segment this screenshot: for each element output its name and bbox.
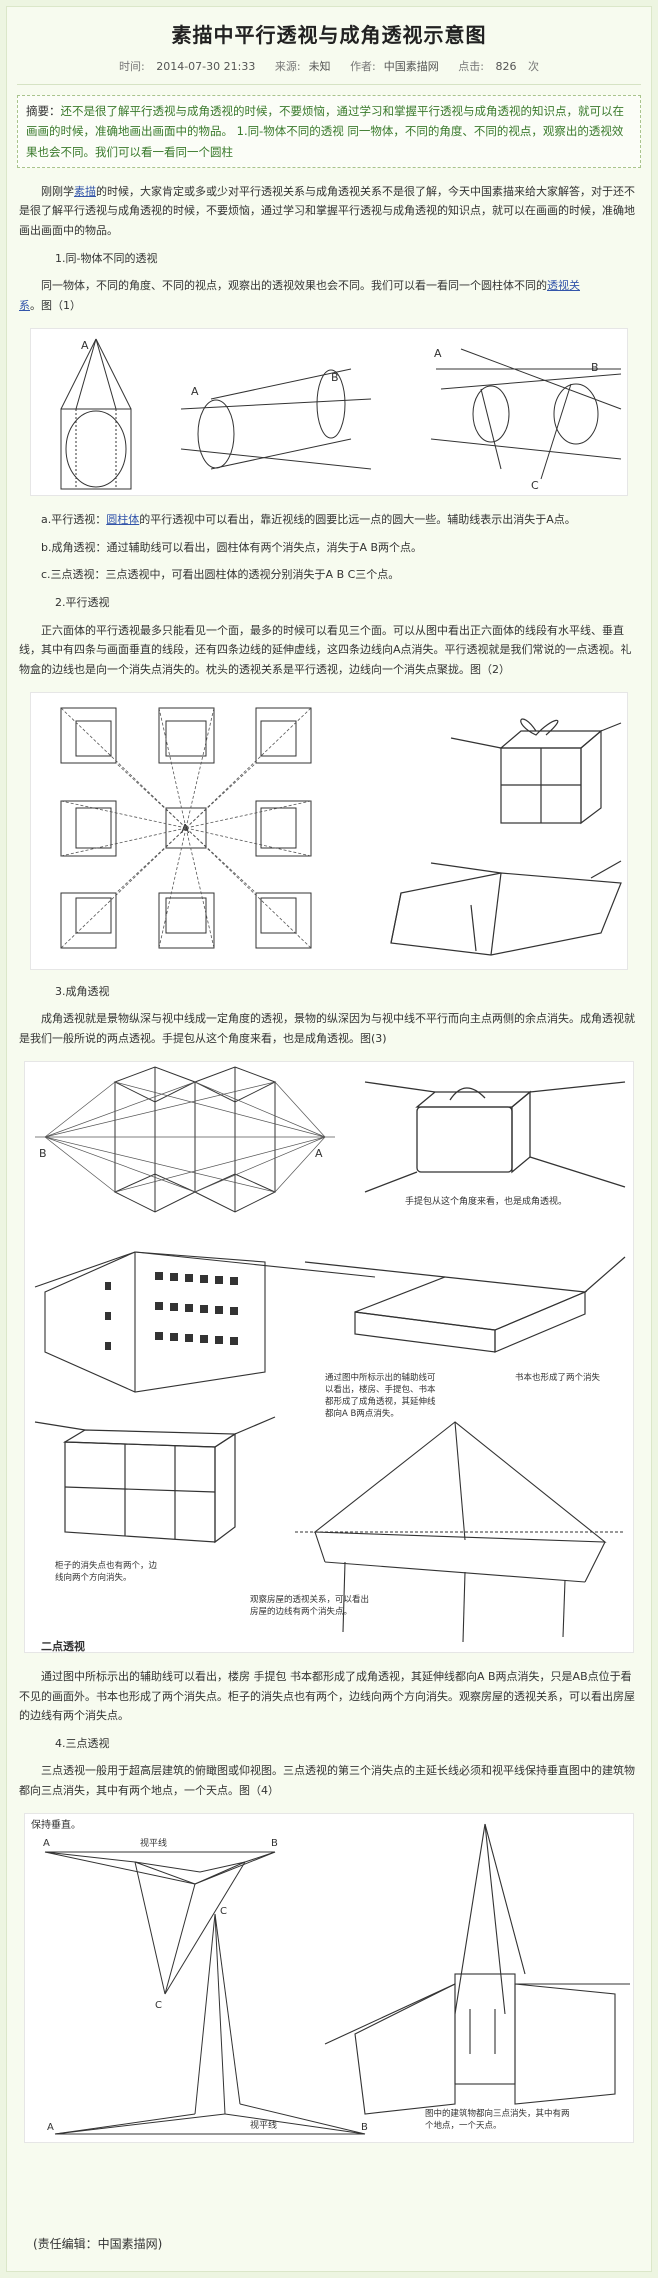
fig3-book-caption-1: 通过图中所标示出的辅助线可 xyxy=(325,1372,436,1383)
heading-section-2: 2.平行透视 xyxy=(55,596,110,610)
figure-4-three-point: 保持垂直。 A B 视平线 C xyxy=(24,1812,634,2143)
meta-clicks: 点击: 826 次 xyxy=(458,60,539,73)
heading-section-1: 1.同-物体不同的透视 xyxy=(55,252,158,266)
link-sumiao[interactable]: 素描 xyxy=(74,184,96,198)
meta-source: 来源:未知 xyxy=(274,60,331,73)
fig1-label-b2: B xyxy=(331,371,339,384)
fig4-label-a1: A xyxy=(43,1838,50,1849)
figure-1-drawing: A A B A B C xyxy=(60,338,622,492)
divider xyxy=(17,84,641,86)
fig4-label-a2: A xyxy=(47,2122,54,2133)
paragraph-section-3: 成角透视就是景物纵深与视中线成一定角度的透视，景物的纵深因为与视中线不平行而向主… xyxy=(19,1012,635,1045)
fig3-cabinet-caption-2: 线向两个方向消失。 xyxy=(55,1572,132,1583)
paragraph-a: a.平行透视：圆柱体的平行透视中可以看出，靠近视线的圆要比远一点的圆大一些。辅助… xyxy=(41,512,576,526)
meta-time: 时间: 2014-07-30 21:33 xyxy=(119,60,256,73)
article-summary: 摘要：还不是很了解平行透视与成角透视的时候，不要烦恼，通过学习和掌握平行透视与成… xyxy=(17,95,641,168)
paragraph-b: b.成角透视：通过辅助线可以看出，圆柱体有两个消失点，消失于A B两个点。 xyxy=(41,540,423,554)
fig2-label-a: A xyxy=(181,822,190,836)
fig4-label-b2: B xyxy=(361,2122,368,2133)
article-title: 素描中平行透视与成角透视示意图 xyxy=(171,23,487,47)
figure-1-cylinders: A A B A B C xyxy=(30,327,628,496)
fig3-book-caption-2: 以看出，楼房、手提包、书本 xyxy=(325,1384,436,1395)
heading-section-4: 4.三点透视 xyxy=(55,1737,110,1751)
paragraph-section-1: 同一物体，不同的角度、不同的视点，观察出的透视效果也会不同。我们可以看一看同一个… xyxy=(19,279,580,313)
fig3-label-b: B xyxy=(39,1147,47,1160)
paragraph-intro: 刚刚学素描的时候，大家肯定或多或少对平行透视关系与成角透视关系不是很了解，今天中… xyxy=(19,184,635,238)
fig4-top-text: 保持垂直。 xyxy=(31,1818,81,1831)
fig4-horizon-1: 视平线 xyxy=(140,1837,167,1849)
fig3-book-caption-right: 书本也形成了两个消失 xyxy=(515,1372,601,1383)
link-cylinder[interactable]: 圆柱体 xyxy=(106,512,140,526)
fig4-label-b1: B xyxy=(271,1838,278,1849)
fig4-label-c1: C xyxy=(155,2000,162,2011)
editor-credit: (责任编辑：中国素描网) xyxy=(33,2237,163,2251)
figure-2-drawing: A xyxy=(60,707,622,956)
fig4-label-c2: C xyxy=(220,1906,227,1917)
fig3-bag-caption: 手提包从这个角度来看，也是成角透视。 xyxy=(405,1195,567,1207)
fig3-book-caption-4: 都向A B两点消失。 xyxy=(325,1408,399,1419)
article-page: 素描中平行透视与成角透视示意图 时间: 2014-07-30 21:33 来源:… xyxy=(6,6,652,2272)
paragraph-section-2: 正六面体的平行透视最多只能看见一个面，最多的时候可以看见三个面。可以从图中看出正… xyxy=(19,623,632,677)
fig1-label-c3: C xyxy=(531,479,539,492)
summary-text: 还不是很了解平行透视与成角透视的时候，不要烦恼，通过学习和掌握平行透视与成角透视… xyxy=(26,104,624,159)
fig1-label-a2: A xyxy=(191,385,199,398)
fig3-label-a: A xyxy=(315,1147,323,1160)
paragraph-c: c.三点透视：三点透视中，可看出圆柱体的透视分别消失于A B C三个点。 xyxy=(41,568,400,582)
fig3-cut-heading: 二点透视 xyxy=(41,1639,85,1653)
fig3-book-caption-3: 都形成了成角透视，其延伸线 xyxy=(325,1396,436,1407)
link-perspective[interactable]: 透视关系 xyxy=(19,279,580,313)
fig3-house-caption-2: 房屋的边线有两个消失点。 xyxy=(250,1606,352,1617)
paragraph-section-4: 三点透视一般用于超高层建筑的俯瞰图或仰视图。三点透视的第三个消失点的主延长线必须… xyxy=(19,1764,635,1798)
fig1-label-b3: B xyxy=(591,361,599,374)
fig4-church-caption-2: 个地点，一个天点。 xyxy=(425,2120,502,2131)
fig3-house-caption-1: 观察房屋的透视关系，可以看出 xyxy=(250,1594,369,1605)
figure-4-drawing: 保持垂直。 A B 视平线 C xyxy=(31,1818,630,2135)
meta-author: 作者:中国素描网 xyxy=(350,60,439,73)
figure-3-angular: B A 手提包从这个角度来看，也是成角透视。 xyxy=(24,1060,634,1653)
figure-2-parallel: A xyxy=(30,691,628,970)
paragraph-section-3b: 通过图中所标示出的辅助线可以看出，楼房 手提包 书本都形成了成角透视，其延伸线都… xyxy=(19,1669,635,1723)
fig4-church-caption-1: 图中的建筑物都向三点消失，其中有两 xyxy=(425,2108,570,2119)
article-meta: 时间: 2014-07-30 21:33 来源:未知 作者:中国素描网 点击: … xyxy=(7,57,651,76)
heading-section-3: 3.成角透视 xyxy=(55,984,110,998)
figure-3-drawing: B A 手提包从这个角度来看，也是成角透视。 xyxy=(34,1066,626,1653)
fig1-label-a1: A xyxy=(81,339,89,352)
fig1-label-a3: A xyxy=(434,347,442,360)
article-body: 刚刚学素描的时候，大家肯定或多或少对平行透视关系与成角透视关系不是很了解，今天中… xyxy=(7,182,651,2143)
fig4-horizon-2: 视平线 xyxy=(250,2119,277,2131)
fig3-cabinet-caption-1: 柜子的消失点也有两个，边 xyxy=(55,1560,158,1571)
summary-label: 摘要： xyxy=(26,104,61,119)
